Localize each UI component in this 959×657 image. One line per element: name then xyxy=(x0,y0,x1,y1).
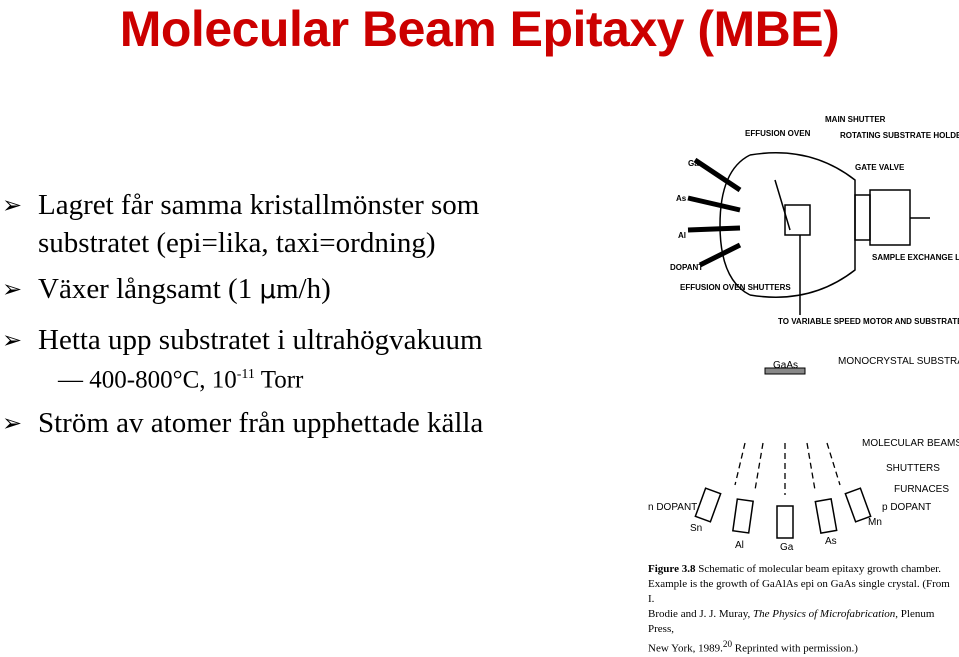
label-rotating-holder: ROTATING SUBSTRATE HOLDER xyxy=(840,131,959,140)
label-main-shutter: MAIN SHUTTER xyxy=(825,115,886,124)
exponent: -11 xyxy=(236,367,255,382)
substrate-holder xyxy=(784,204,811,236)
label-molecular-beams: MOLECULAR BEAMS xyxy=(862,438,959,449)
bullet-text: Växer långsamt (1 xyxy=(38,273,260,305)
label-dopant: DOPANT xyxy=(670,263,703,272)
label-as: As xyxy=(676,194,687,203)
sub-bullet-text: 400-800°C, 10 xyxy=(89,366,237,394)
label-al: Al xyxy=(678,231,686,240)
bullet-text: Hetta upp substratet i ultrahögvakuum xyxy=(38,324,483,356)
bullet-item: ➢ Lagret får samma kristallmönster som s… xyxy=(0,186,640,262)
caption-label: Figure 3.8 xyxy=(648,563,696,575)
bullet-item: ➢ Ström av atomer från upphettade källa xyxy=(0,404,640,442)
sub-bullet-unit: Torr xyxy=(254,366,304,394)
oven-al xyxy=(687,225,741,233)
oven-as xyxy=(687,195,741,213)
oven-ga xyxy=(693,157,742,193)
arrow-bullet-icon: ➢ xyxy=(2,326,23,354)
caption-line: Reprinted with permission.) xyxy=(732,642,858,655)
bullet-item: ➢ Växer långsamt (1 μm/h) xyxy=(0,270,640,309)
arrow-bullet-icon: ➢ xyxy=(2,409,23,438)
chamber-wall xyxy=(749,152,856,298)
main-shutter xyxy=(774,179,791,231)
slide-title: Molecular Beam Epitaxy (MBE) xyxy=(119,1,840,57)
figure-caption: Figure 3.8 Schematic of molecular beam e… xyxy=(648,562,958,657)
furnaces xyxy=(694,487,872,539)
label-shutters: SHUTTERS xyxy=(886,463,940,474)
caption-line: Brodie and J. J. Muray, xyxy=(648,608,753,620)
label-monocrystal: MONOCRYSTAL SUBSTRATE xyxy=(838,356,959,367)
load-lock xyxy=(869,189,911,246)
caption-line: Schematic of molecular beam epitaxy grow… xyxy=(698,563,942,575)
label-sn: Sn xyxy=(690,523,702,534)
bullet-text: substratet (epi=lika, taxi=ordning) xyxy=(38,227,436,259)
caption-book-title: The Physics of Microfabrication xyxy=(753,608,896,620)
caption-line: New York, 1989. xyxy=(648,642,723,655)
mbe-chamber-drawing xyxy=(687,152,930,315)
label-mn: Mn xyxy=(868,517,882,528)
label-sample-exchange: SAMPLE EXCHANGE LOAD LOCK xyxy=(872,253,959,262)
label-n-dopant: n DOPANT xyxy=(648,502,697,513)
bullet-text: m/h) xyxy=(276,273,331,305)
mbe-diagram: MAIN SHUTTER EFFUSION OVEN ROTATING SUBS… xyxy=(648,115,959,553)
arrow-bullet-icon: ➢ xyxy=(2,275,23,303)
label-as: As xyxy=(825,536,837,547)
label-p-dopant: p DOPANT xyxy=(882,502,931,513)
caption-ref: 20 xyxy=(722,639,733,649)
bullet-list: ➢ Lagret får samma kristallmönster som s… xyxy=(0,186,640,442)
dash: — xyxy=(58,366,83,394)
chamber-wall-left xyxy=(719,154,751,296)
gate-valve xyxy=(854,194,871,241)
bullet-text: Ström av atomer från upphettade källa xyxy=(38,407,484,440)
label-furnaces: FURNACES xyxy=(894,484,949,495)
bullet-text: Lagret får samma kristallmönster som xyxy=(38,189,480,221)
oven-dopant xyxy=(698,242,742,268)
molecular-beams xyxy=(734,442,841,495)
label-effusion-oven: EFFUSION OVEN xyxy=(745,129,811,138)
mu-symbol: μ xyxy=(259,275,276,305)
caption-line: Example is the growth of GaAlAs epi on G… xyxy=(648,578,950,605)
label-effusion-shutters: EFFUSION OVEN SHUTTERS xyxy=(680,283,791,292)
label-gaas: GaAs xyxy=(773,360,798,371)
label-ga: Ga xyxy=(688,159,699,168)
bullet-item: ➢ Hetta upp substratet i ultrahögvakuum xyxy=(0,321,640,359)
label-gate-valve: GATE VALVE xyxy=(855,163,905,172)
mbe-schematic xyxy=(694,367,872,539)
label-al: Al xyxy=(735,540,744,551)
label-ga: Ga xyxy=(780,542,794,553)
arrow-bullet-icon: ➢ xyxy=(2,191,23,219)
sub-bullet: — 400-800°C, 10-11 Torr xyxy=(0,357,640,398)
substrate-block xyxy=(764,367,806,375)
label-motor: TO VARIABLE SPEED MOTOR AND SUBSTRATE HE… xyxy=(778,317,959,326)
